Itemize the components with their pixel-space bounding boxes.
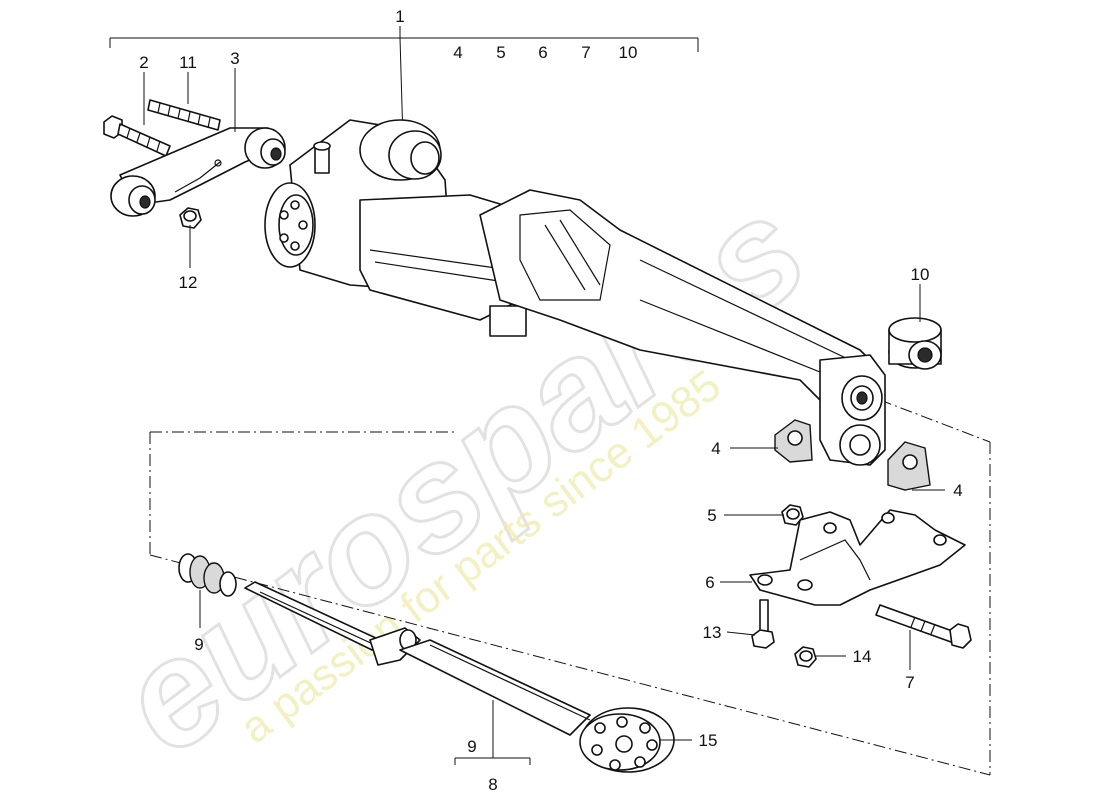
callout-9-left: 9 [194, 635, 203, 654]
callout-8: 8 [488, 775, 497, 794]
nut-5 [781, 504, 804, 526]
leader-lines [143, 68, 945, 765]
bolt-13 [751, 599, 775, 649]
callout-11: 11 [179, 53, 197, 72]
callout-10: 10 [911, 265, 930, 284]
mount-pad-4-left [774, 419, 813, 463]
callout-14: 14 [853, 647, 872, 666]
callout-3: 3 [230, 49, 239, 68]
transmission-assembly-1 [264, 119, 886, 466]
nut-12 [179, 207, 202, 229]
mount-bracket-3 [110, 127, 286, 217]
callout-7: 7 [905, 673, 914, 692]
mount-pad-4-right [887, 441, 931, 491]
callout-6: 6 [705, 573, 714, 592]
callout-2: 2 [139, 53, 148, 72]
callout-6-top: 6 [538, 43, 547, 62]
bolt-7 [875, 604, 972, 649]
assembly-frame [149, 399, 991, 776]
stud-11 [147, 99, 221, 131]
bushing-10 [888, 317, 942, 370]
grommet-9 [178, 553, 237, 597]
callout-13: 13 [703, 623, 722, 642]
callout-12: 12 [179, 273, 198, 292]
bolt-2 [103, 115, 171, 157]
callout-4-right: 4 [953, 481, 962, 500]
drive-shaft-8 [244, 581, 591, 736]
callout-15: 15 [699, 731, 718, 750]
callouts: 1 4 5 6 7 10 2 11 3 12 10 4 4 5 6 13 14 … [139, 7, 962, 794]
callout-5: 5 [707, 506, 716, 525]
callout-4-left: 4 [711, 439, 720, 458]
callout-4-top: 4 [453, 43, 462, 62]
callout-10-top: 10 [619, 43, 638, 62]
callout-5-top: 5 [496, 43, 505, 62]
callout-1: 1 [395, 7, 404, 26]
flex-disc-15 [579, 707, 675, 773]
mount-bracket-6 [749, 509, 966, 606]
callout-9-bottom: 9 [467, 737, 476, 756]
callout-7-top: 7 [581, 43, 590, 62]
nut-14 [794, 646, 817, 668]
